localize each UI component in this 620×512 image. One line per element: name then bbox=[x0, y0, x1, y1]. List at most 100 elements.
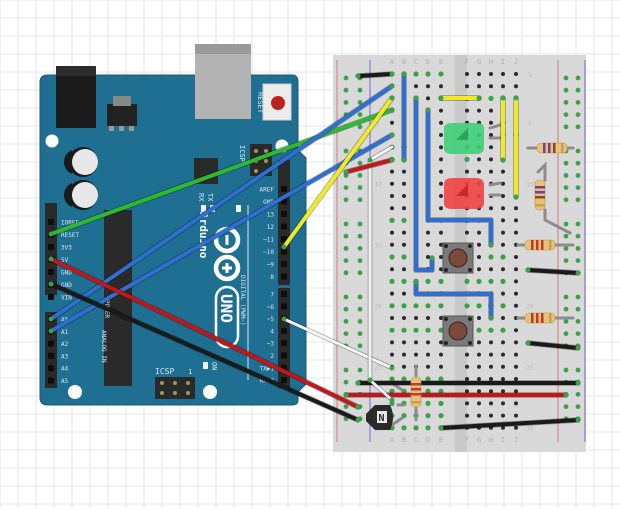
power-rail-hole[interactable] bbox=[563, 331, 569, 336]
breadboard-hole[interactable] bbox=[402, 291, 406, 296]
breadboard-hole[interactable] bbox=[476, 278, 482, 284]
breadboard-hole[interactable] bbox=[501, 230, 505, 235]
breadboard-hole[interactable] bbox=[489, 120, 493, 125]
power-rail-hole[interactable] bbox=[343, 148, 349, 154]
breadboard-hole[interactable] bbox=[439, 84, 443, 89]
breadboard-hole[interactable] bbox=[390, 206, 394, 211]
breadboard-hole[interactable] bbox=[402, 352, 406, 357]
breadboard-hole[interactable] bbox=[464, 303, 470, 309]
breadboard-hole[interactable] bbox=[438, 400, 444, 406]
power-rail-hole[interactable] bbox=[575, 306, 581, 312]
breadboard-hole[interactable] bbox=[489, 108, 493, 113]
power-rail-hole[interactable] bbox=[357, 124, 363, 130]
resistor-5[interactable] bbox=[410, 376, 422, 408]
power-rail-hole[interactable] bbox=[575, 173, 581, 178]
breadboard-hole[interactable] bbox=[438, 376, 444, 382]
breadboard-hole[interactable] bbox=[501, 242, 505, 247]
wire-black-rail-mid[interactable] bbox=[355, 380, 581, 386]
power-rail-hole[interactable] bbox=[575, 319, 581, 324]
header-pin[interactable] bbox=[48, 244, 54, 250]
breadboard-hole[interactable] bbox=[402, 340, 406, 345]
power-rail-hole[interactable] bbox=[343, 197, 349, 203]
header-pin[interactable] bbox=[48, 269, 54, 275]
breadboard-hole[interactable] bbox=[401, 254, 407, 260]
resistor-2[interactable] bbox=[534, 179, 546, 211]
breadboard-hole[interactable] bbox=[439, 108, 443, 113]
power-rail-hole[interactable] bbox=[563, 173, 569, 178]
breadboard-hole[interactable] bbox=[439, 230, 443, 235]
wire-black-gnd-1[interactable] bbox=[525, 267, 581, 276]
power-rail-hole[interactable] bbox=[563, 75, 569, 81]
breadboard-hole[interactable] bbox=[489, 377, 493, 381]
breadboard-hole[interactable] bbox=[401, 327, 407, 333]
power-rail-hole[interactable] bbox=[357, 233, 363, 239]
power-rail-hole[interactable] bbox=[343, 87, 349, 93]
header-pin[interactable] bbox=[281, 377, 287, 384]
breadboard-hole[interactable] bbox=[514, 267, 518, 272]
power-rail-hole[interactable] bbox=[563, 319, 569, 324]
breadboard-hole[interactable] bbox=[477, 352, 481, 357]
breadboard-hole[interactable] bbox=[439, 145, 443, 150]
power-rail-hole[interactable] bbox=[357, 246, 363, 251]
npn-transistor[interactable]: N bbox=[366, 405, 393, 430]
breadboard-hole[interactable] bbox=[402, 364, 406, 369]
breadboard-hole[interactable] bbox=[489, 413, 493, 418]
breadboard-hole[interactable] bbox=[389, 303, 395, 309]
power-rail-hole[interactable] bbox=[343, 331, 349, 336]
breadboard-hole[interactable] bbox=[389, 278, 395, 284]
power-rail-hole[interactable] bbox=[575, 367, 581, 373]
power-rail-hole[interactable] bbox=[575, 392, 581, 397]
power-rail-hole[interactable] bbox=[563, 306, 569, 312]
header-pin[interactable] bbox=[281, 261, 287, 267]
breadboard-hole[interactable] bbox=[402, 194, 406, 198]
header-pin[interactable] bbox=[281, 303, 287, 310]
pushbutton[interactable] bbox=[442, 315, 474, 347]
breadboard-hole[interactable] bbox=[477, 230, 481, 235]
breadboard-hole[interactable] bbox=[514, 84, 518, 89]
power-rail-hole[interactable] bbox=[575, 331, 581, 336]
power-rail-hole[interactable] bbox=[357, 331, 363, 336]
breadboard-hole[interactable] bbox=[402, 206, 406, 211]
breadboard-hole[interactable] bbox=[477, 72, 481, 76]
breadboard-hole[interactable] bbox=[390, 120, 394, 125]
pushbutton[interactable] bbox=[442, 242, 474, 274]
header-pin[interactable] bbox=[48, 352, 54, 359]
power-rail-hole[interactable] bbox=[343, 367, 349, 373]
power-rail-hole[interactable] bbox=[343, 100, 349, 105]
breadboard-hole[interactable] bbox=[477, 255, 481, 259]
breadboard-hole[interactable] bbox=[477, 169, 481, 174]
breadboard-hole[interactable] bbox=[501, 169, 505, 174]
wire-blue-d[interactable] bbox=[413, 279, 494, 321]
resistor-1[interactable] bbox=[536, 142, 568, 154]
breadboard-hole[interactable] bbox=[414, 316, 418, 320]
power-rail-hole[interactable] bbox=[563, 258, 569, 263]
header-pin[interactable] bbox=[48, 294, 54, 300]
power-rail-hole[interactable] bbox=[357, 197, 363, 203]
power-rail-hole[interactable] bbox=[357, 100, 363, 105]
breadboard-hole[interactable] bbox=[414, 340, 418, 345]
power-rail-hole[interactable] bbox=[563, 404, 569, 409]
breadboard-hole[interactable] bbox=[501, 377, 505, 381]
header-pin[interactable] bbox=[281, 236, 287, 242]
power-rail-hole[interactable] bbox=[563, 185, 569, 191]
header-pin[interactable] bbox=[48, 340, 54, 347]
breadboard-hole[interactable] bbox=[439, 120, 443, 125]
breadboard-hole[interactable] bbox=[501, 413, 505, 418]
header-pin[interactable] bbox=[281, 340, 287, 347]
power-rail-hole[interactable] bbox=[563, 197, 569, 203]
wire-black-rail-top[interactable] bbox=[355, 71, 395, 79]
breadboard-hole[interactable] bbox=[401, 303, 407, 309]
power-rail-hole[interactable] bbox=[575, 404, 581, 409]
reset-button[interactable] bbox=[262, 83, 292, 121]
breadboard-hole[interactable] bbox=[438, 71, 444, 77]
power-rail-hole[interactable] bbox=[357, 306, 363, 312]
breadboard-hole[interactable] bbox=[488, 278, 494, 284]
breadboard-hole[interactable] bbox=[514, 291, 518, 296]
breadboard-hole[interactable] bbox=[426, 242, 430, 247]
breadboard-hole[interactable] bbox=[501, 352, 505, 357]
breadboard-hole[interactable] bbox=[489, 267, 493, 272]
power-rail-hole[interactable] bbox=[575, 148, 581, 154]
wire-green-reset[interactable] bbox=[48, 107, 395, 237]
breadboard-hole[interactable] bbox=[489, 133, 493, 137]
breadboard-hole[interactable] bbox=[413, 303, 419, 309]
